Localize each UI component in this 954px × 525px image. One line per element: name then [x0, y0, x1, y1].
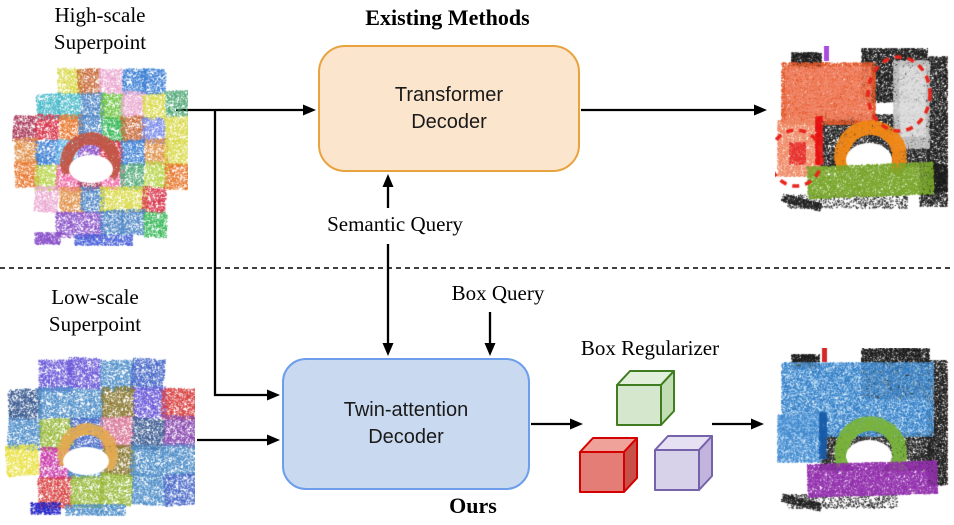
existing-method-result-image: [775, 46, 953, 218]
semantic-query-label: Semantic Query: [327, 212, 463, 236]
ours-result-image: [775, 348, 953, 520]
box-regularizer-cubes: [579, 370, 713, 493]
ours-title: Ours: [449, 493, 497, 518]
box-regularizer-label: Box Regularizer: [580, 336, 720, 360]
high-scale-superpoint-image: [12, 66, 188, 250]
low-scale-superpoint-label: Low-scale Superpoint: [48, 285, 142, 336]
transformer-decoder-box: Transformer Decoder: [318, 45, 580, 172]
green-cube: [616, 370, 675, 426]
existing-methods-title: Existing Methods: [365, 5, 530, 30]
high-scale-superpoint-label: High-scale Superpoint: [53, 3, 147, 54]
arrow-highscale-branch-to-twin: [213, 110, 280, 401]
red-cube: [579, 437, 638, 493]
low-scale-superpoint-image: [5, 356, 195, 518]
purple-cube: [654, 435, 713, 491]
box-query-label: Box Query: [451, 281, 545, 305]
twin-attention-decoder-box: Twin-attention Decoder: [282, 358, 530, 490]
